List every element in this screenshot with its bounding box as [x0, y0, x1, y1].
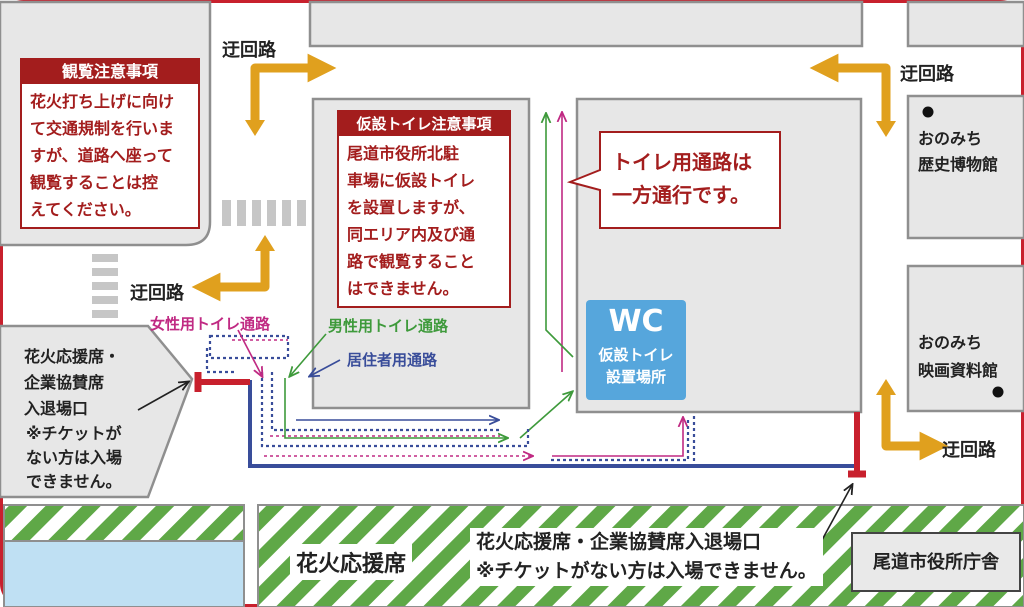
- detour-arrowhead-top-left-down: [245, 120, 265, 136]
- entrance-left-line: 企業協賛席: [24, 373, 105, 392]
- entrance-left-note-line: できません。: [26, 472, 122, 491]
- wc-line: 仮設トイレ: [598, 346, 674, 364]
- crosswalk-top: [222, 200, 306, 226]
- entrance-bottom-line: ※チケットがない方は入場できません。: [476, 560, 817, 582]
- entrance-bottom-line: 花火応援席・企業協賛席入退場口: [476, 531, 762, 553]
- men-route-label: 男性用トイレ通路: [328, 317, 449, 335]
- wc-box: [586, 300, 686, 400]
- one-way-text: トイレ用通路は 一方通行です。: [612, 146, 752, 212]
- wc-title: WC: [608, 304, 664, 339]
- women-route-label: 女性用トイレ通路: [150, 315, 271, 333]
- women-legend-pointer: [237, 329, 262, 376]
- hatched-area-left: [3, 504, 245, 542]
- resident-road-line: [248, 380, 858, 468]
- entrance-left-note-line: ない方は入場: [26, 448, 123, 467]
- toilet-notice: 仮設トイレ注意事項 尾道市役所北駐 車場に仮設トイレ を設置しますが、 同エリア…: [337, 110, 511, 308]
- wc-subtitle: 仮設トイレ 設置場所: [586, 344, 686, 388]
- history-museum-line: おのみち: [918, 129, 983, 148]
- toilet-notice-line: 同エリア内及び通: [347, 225, 476, 244]
- block-top-right: [906, 0, 1024, 48]
- detour-arrow-bottom-right: [881, 387, 949, 461]
- block-top-center: [308, 0, 864, 48]
- detour-arrow-top-right: [809, 53, 891, 129]
- viewing-notice-line: すが、道路へ座って: [30, 146, 173, 165]
- film-museum-line: おのみち: [918, 333, 983, 352]
- detour-label-top-right: 迂回路: [900, 64, 954, 85]
- viewing-notice-line: えてください。: [30, 200, 141, 219]
- entrance-left-pointer: [137, 382, 188, 411]
- detour-arrow-top-left: [250, 53, 337, 128]
- entrance-left-note: ※チケットが ない方は入場 できません。: [26, 422, 122, 494]
- detour-label-bottom-right: 迂回路: [942, 440, 996, 461]
- entrance-left-note-line: ※チケットが: [26, 424, 122, 443]
- toilet-notice-line: はできません。: [347, 279, 459, 298]
- city-hall-box: [851, 532, 1021, 592]
- residents-route-label: 居住者用通路: [347, 351, 438, 369]
- entrance-bottom-label: 花火応援席・企業協賛席入退場口 ※チケットがない方は入場できません。: [470, 528, 823, 586]
- detour-arrowhead-bottom-right-up: [876, 379, 896, 395]
- viewing-notice-line: 花火打ち上げに向け: [30, 92, 175, 111]
- viewing-notice-line: て交通規制を行いま: [30, 119, 175, 138]
- detour-arrow-mid-left: [191, 243, 270, 302]
- history-museum-label: おのみち 歴史博物館: [918, 126, 998, 178]
- history-museum-line: 歴史博物館: [918, 155, 999, 174]
- toilet-notice-line: 車場に仮設トイレ: [347, 171, 476, 190]
- detour-arrowhead-mid-left-up: [255, 235, 275, 251]
- water-area: [3, 540, 245, 607]
- toilet-notice-line: 尾道市役所北駐: [347, 144, 460, 163]
- men-legend-pointer: [290, 333, 327, 376]
- men-route-arrow: [284, 378, 507, 438]
- block-entrance-left: [0, 324, 194, 499]
- film-museum-marker: [992, 386, 1004, 398]
- detour-label-mid-left: 迂回路: [130, 283, 184, 304]
- residents-legend-pointer: [310, 359, 341, 376]
- detour-label-top-left: 迂回路: [222, 40, 276, 61]
- block-history-museum: [906, 94, 1024, 240]
- viewing-notice: 観覧注意事項 花火打ち上げに向け て交通規制を行いま すが、道路へ座って 観覧す…: [20, 58, 200, 229]
- toilet-notice-line: 路で観覧すること: [347, 252, 476, 271]
- viewing-notice-title: 観覧注意事項: [22, 60, 198, 84]
- entrance-left-line: 入退場口: [24, 399, 89, 418]
- film-museum-label: おのみち 映画資料館: [918, 329, 998, 385]
- toilet-notice-title: 仮設トイレ注意事項: [339, 112, 509, 136]
- block-film-museum: [906, 264, 1024, 413]
- detour-arrowhead-top-right-down: [876, 121, 896, 137]
- one-way-line: 一方通行です。: [612, 183, 750, 207]
- crosswalk-left: [92, 254, 118, 318]
- one-way-line: トイレ用通路は: [612, 150, 752, 174]
- city-hall-label: 尾道市役所庁舎: [873, 552, 999, 573]
- entrance-left-label: 花火応援席・ 企業協賛席 入退場口: [24, 344, 120, 422]
- entrance-bottom-pointer: [821, 485, 852, 541]
- viewing-notice-line: 観覧することは控: [30, 173, 159, 192]
- seating-area-label: 花火応援席: [290, 544, 413, 580]
- women-route-arrow-up: [552, 418, 683, 457]
- toilet-notice-line: を設置しますが、: [347, 198, 475, 217]
- entrance-left-line: 花火応援席・: [24, 347, 121, 366]
- men-route-exit-arrow: [546, 114, 574, 358]
- one-way-callout: [566, 131, 781, 229]
- history-museum-marker: [922, 106, 934, 118]
- wc-line: 設置場所: [605, 368, 666, 386]
- film-museum-line: 映画資料館: [918, 361, 999, 380]
